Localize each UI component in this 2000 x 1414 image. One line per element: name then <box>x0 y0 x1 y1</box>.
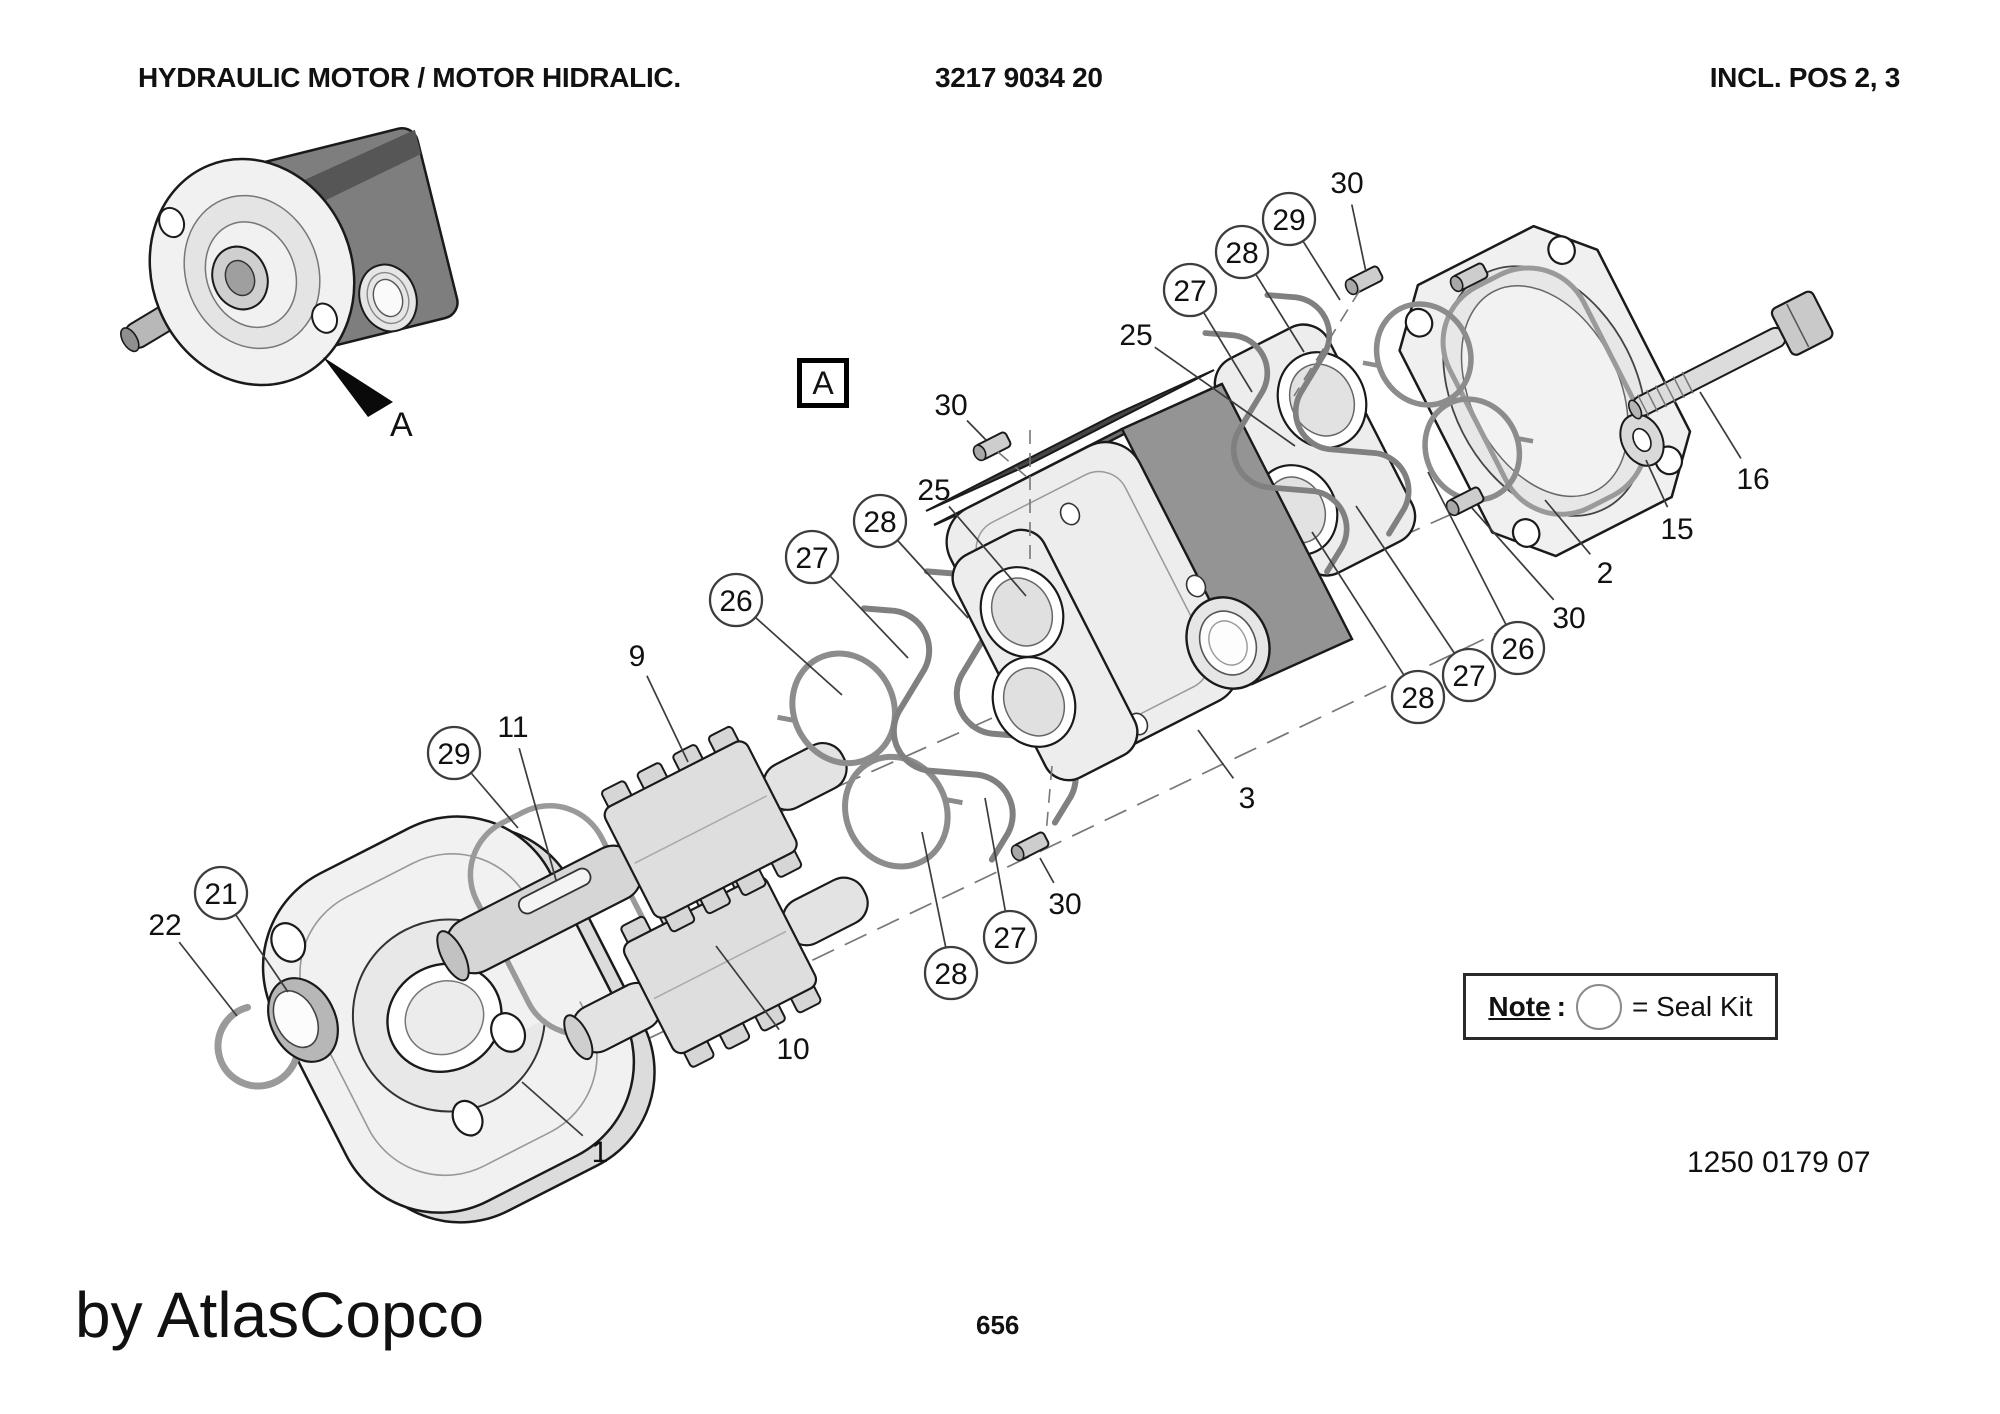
callout-28-seal-kit: 28 <box>1214 224 1305 353</box>
seal-kit-meaning: = Seal Kit <box>1631 990 1753 1022</box>
callout-15: 15 <box>1645 459 1694 546</box>
part-bolt-16 <box>1627 290 1834 420</box>
body-port-icon <box>1185 596 1271 690</box>
svg-text:28: 28 <box>863 506 896 539</box>
callout-29-seal-kit: 29 <box>1261 191 1341 301</box>
svg-text:11: 11 <box>497 711 528 744</box>
svg-text:28: 28 <box>934 958 967 991</box>
part-pin-30-a <box>1342 264 1385 298</box>
callout-25: 25 <box>917 474 1027 597</box>
part-washer-15 <box>1619 413 1665 467</box>
svg-text:28: 28 <box>1401 682 1434 715</box>
svg-text:10: 10 <box>776 1033 809 1066</box>
svg-text:29: 29 <box>1272 204 1305 237</box>
callout-30: 30 <box>934 389 987 441</box>
callout-22: 22 <box>148 909 238 1017</box>
svg-text:27: 27 <box>993 922 1026 955</box>
svg-text:22: 22 <box>148 909 181 942</box>
svg-text:27: 27 <box>1452 660 1485 693</box>
svg-text:25: 25 <box>917 474 950 507</box>
callout-2: 2 <box>1544 499 1614 590</box>
part-number: 3217 9034 20 <box>935 62 1103 93</box>
callout-27-seal-kit: 27 <box>982 797 1038 965</box>
detail-a-marker: A <box>797 358 849 408</box>
callout-10: 10 <box>715 945 810 1066</box>
callout-28-seal-kit: 28 <box>921 831 979 1001</box>
seal-kit-note: Note : = Seal Kit <box>1463 973 1778 1040</box>
part-key-11 <box>517 867 592 915</box>
part-bearing-block-25-front <box>951 528 1139 782</box>
svg-text:26: 26 <box>719 585 752 618</box>
svg-text:15: 15 <box>1660 513 1693 546</box>
callout-11: 11 <box>497 711 557 881</box>
callout-28-seal-kit: 28 <box>1311 531 1446 725</box>
callout-21-seal-kit: 21 <box>193 865 289 993</box>
svg-text:27: 27 <box>795 542 828 575</box>
page-number: 656 <box>976 1310 1020 1340</box>
callout-16: 16 <box>1699 391 1770 496</box>
callout-25: 25 <box>1119 319 1296 447</box>
svg-text:27: 27 <box>1173 275 1206 308</box>
part-rear-cover-2 <box>1398 224 1692 558</box>
callout-3: 3 <box>1197 729 1256 815</box>
note-label: Note <box>1488 990 1551 1022</box>
svg-text:3: 3 <box>1239 782 1256 815</box>
callout-27-seal-kit: 27 <box>1162 262 1253 393</box>
detail-a-arrow-icon <box>323 357 393 417</box>
callout-28-seal-kit: 28 <box>852 493 969 619</box>
svg-text:21: 21 <box>204 878 237 911</box>
brand-text: by AtlasCopco <box>75 1279 485 1351</box>
detail-a-arrow-label: A <box>390 406 413 444</box>
callout-26-seal-kit: 26 <box>1427 471 1546 676</box>
svg-text:30: 30 <box>1552 602 1585 635</box>
pin-construction-lines <box>997 289 1361 835</box>
callout-1: 1 <box>521 1081 609 1169</box>
svg-text:25: 25 <box>1119 319 1152 352</box>
part-pin-30-e <box>1008 830 1051 864</box>
svg-text:26: 26 <box>1501 633 1534 666</box>
svg-text:30: 30 <box>1330 167 1363 200</box>
callout-30: 30 <box>1330 167 1367 273</box>
part-gasket-29-rear <box>1440 265 1650 517</box>
svg-text:16: 16 <box>1736 463 1769 496</box>
svg-text:30: 30 <box>934 389 967 422</box>
callout-27-seal-kit: 27 <box>1355 505 1497 703</box>
svg-text:29: 29 <box>437 738 470 771</box>
svg-text:2: 2 <box>1597 557 1614 590</box>
callout-30: 30 <box>1039 857 1082 921</box>
callout-30: 30 <box>1471 507 1586 635</box>
svg-text:1: 1 <box>592 1136 609 1169</box>
note-separator: : <box>1556 990 1566 1022</box>
callout-layer: 30 29 28 27 25 30 25 28 27 26 9 11 29 21 22 1 10 28 27 30 3 2… <box>148 167 1769 1169</box>
svg-text:9: 9 <box>629 640 646 673</box>
includes-note: INCL. POS 2, 3 <box>1709 62 1901 93</box>
svg-text:28: 28 <box>1225 237 1258 270</box>
inset-assembled-motor <box>120 127 459 417</box>
callout-9: 9 <box>629 640 689 763</box>
part-drive-shaft-9 <box>436 725 848 982</box>
svg-text:30: 30 <box>1048 888 1081 921</box>
callout-26-seal-kit: 26 <box>708 572 843 696</box>
callout-29-seal-kit: 29 <box>426 725 519 829</box>
seal-kit-circle-icon <box>1575 983 1622 1030</box>
detail-a-marker-label: A <box>812 364 834 401</box>
part-shaft-seal-21 <box>267 977 339 1063</box>
callout-27-seal-kit: 27 <box>784 529 909 659</box>
page-title: HYDRAULIC MOTOR / MOTOR HIDRALIC. <box>138 62 681 93</box>
drawing-number: 1250 0179 07 <box>1687 1146 1871 1179</box>
